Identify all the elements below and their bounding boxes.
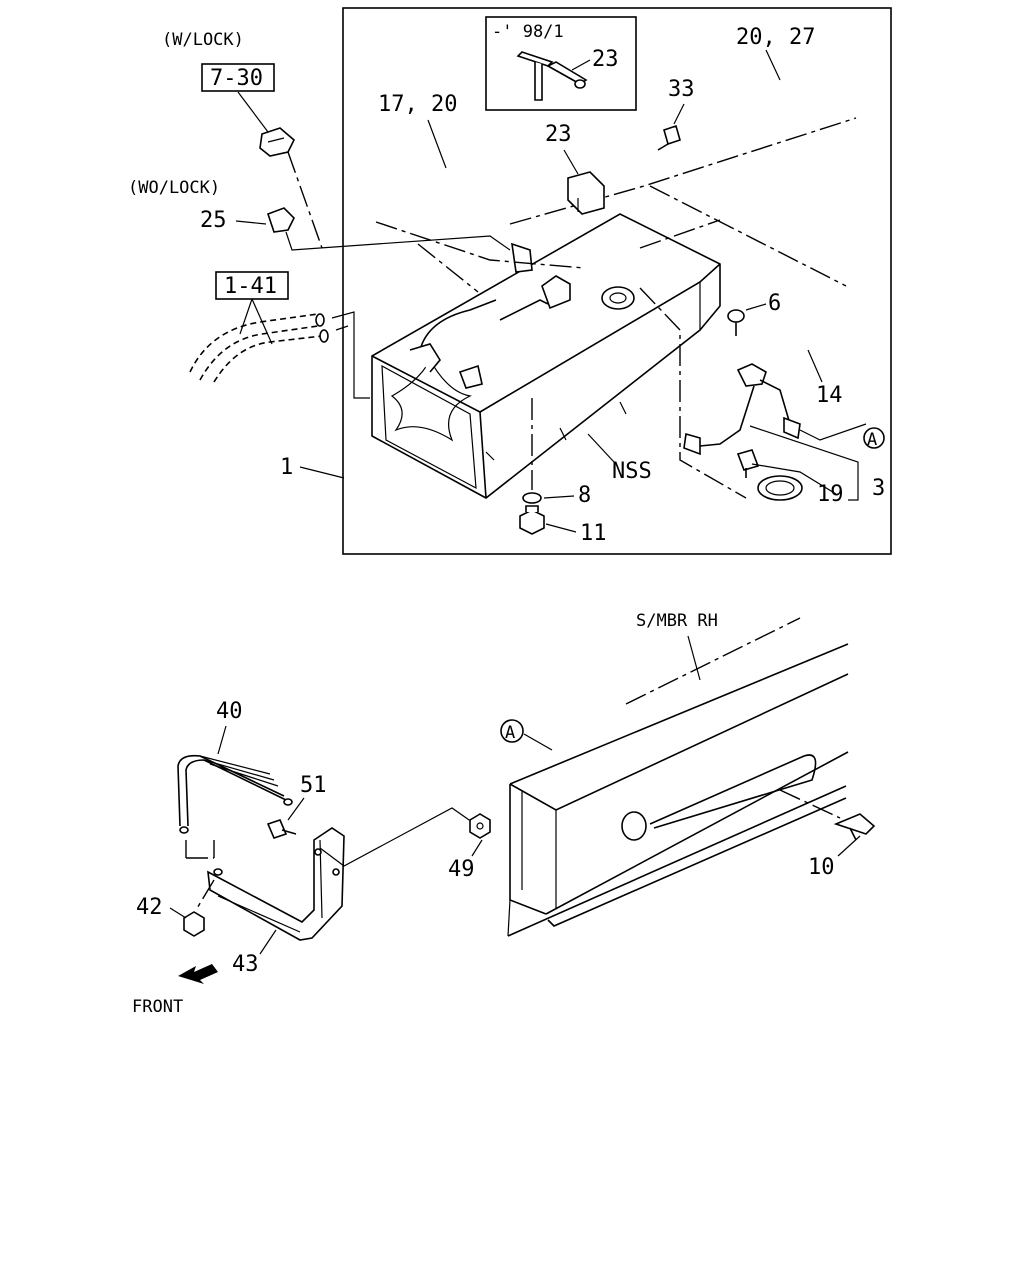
tank-assembly-frame: [342, 7, 892, 555]
bolt-51: [266, 819, 297, 839]
clip-6: [727, 309, 745, 336]
part-25-label: 25: [200, 208, 227, 233]
ref-7-30-label: 7-30: [210, 66, 263, 91]
part-11-label: 11: [580, 521, 607, 546]
nss-label: NSS: [612, 459, 652, 484]
part-6-label: 6: [768, 291, 781, 316]
ref-7-30-box: [201, 63, 275, 92]
callout-a2-circle: [500, 719, 524, 743]
fuel-tank: [371, 213, 721, 499]
washer-8: [522, 492, 542, 504]
wo-lock-label: (WO/LOCK): [128, 178, 220, 198]
fuel-cap: [266, 207, 295, 233]
front-label: FRONT: [132, 997, 183, 1017]
filler-hoses: [189, 311, 370, 399]
strap-40: [177, 754, 293, 834]
part-1-label: 1: [280, 455, 293, 480]
nut-49: [469, 813, 491, 839]
part-8-label: 8: [578, 483, 591, 508]
part-17-20-label: 17, 20: [378, 92, 457, 117]
part-23-label: 23: [545, 122, 572, 147]
check-valve-23: [567, 171, 605, 215]
callout-a-label: A: [867, 430, 877, 450]
vent-bracket: [511, 242, 533, 273]
part-20-27-label: 20, 27: [736, 25, 815, 50]
callout-a2-label: A: [505, 723, 515, 743]
callout-a-circle: [863, 427, 885, 449]
part-51-label: 51: [300, 773, 327, 798]
part-49-label: 49: [448, 857, 475, 882]
drain-plug-11: [519, 505, 545, 535]
ref-1-41-label: 1-41: [224, 274, 277, 299]
part-33-label: 33: [668, 77, 695, 102]
part-19-label: 19: [817, 482, 844, 507]
locking-fuel-cap: [259, 127, 295, 157]
part-42-label: 42: [136, 895, 163, 920]
gasket-19: [757, 475, 803, 501]
part-3-label: 3: [872, 476, 885, 501]
s-mbr-rh-label: S/MBR RH: [636, 611, 718, 631]
side-member-rh: [507, 643, 849, 937]
nut-42: [183, 911, 205, 937]
part-43-label: 43: [232, 952, 259, 977]
inset-valve-part: [516, 51, 588, 101]
screw-33: [657, 124, 681, 151]
fuel-sender-unit-3: [683, 363, 801, 478]
part-23-inset-label: 23: [592, 47, 619, 72]
clip-10: [833, 813, 876, 841]
inset-frame: [485, 16, 637, 111]
part-10-label: 10: [808, 855, 835, 880]
part-14-label: 14: [816, 383, 843, 408]
bracket-43: [207, 827, 345, 941]
inset-date-label: -' 98/1: [492, 22, 564, 42]
part-40-label: 40: [216, 699, 243, 724]
w-lock-label: (W/LOCK): [162, 30, 244, 50]
front-arrow-icon: [178, 964, 218, 984]
